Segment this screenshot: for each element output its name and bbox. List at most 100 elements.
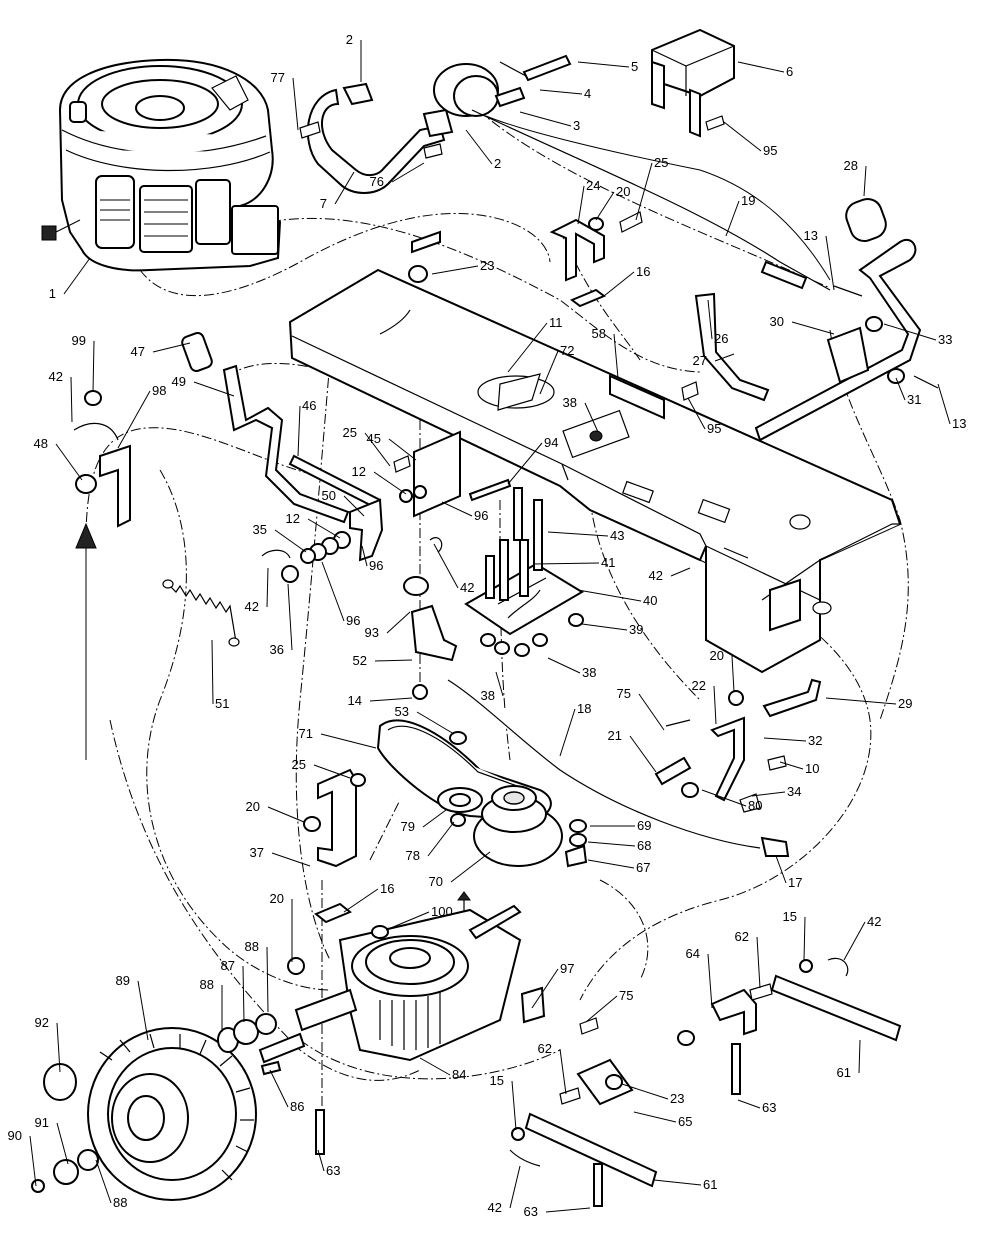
callout-38: 38: [563, 395, 599, 433]
leader-line: [369, 697, 413, 702]
callout-number: 70: [429, 874, 443, 889]
callout-number: 96: [346, 613, 360, 628]
callout-34: 34: [751, 784, 801, 799]
heat-shield: [651, 28, 735, 138]
callout-29: 29: [825, 696, 912, 711]
leader-line: [701, 789, 747, 807]
callout-38: 38: [547, 657, 596, 680]
callout-number: 32: [808, 733, 822, 748]
callout-number: 25: [343, 425, 357, 440]
callout-number: 76: [370, 174, 384, 189]
callout-77: 77: [271, 70, 299, 131]
callout-number: 25: [292, 757, 306, 772]
callout-96: 96: [361, 545, 383, 573]
callout-number: 12: [286, 511, 300, 526]
callout-20: 20: [595, 184, 630, 221]
callout-number: 94: [544, 435, 558, 450]
callout-3: 3: [519, 111, 580, 133]
callout-number: 20: [710, 648, 724, 663]
callout-number: 13: [804, 228, 818, 243]
leader-line: [547, 657, 581, 674]
leader-line: [416, 711, 455, 735]
leader-line: [269, 1069, 289, 1108]
callout-10: 10: [779, 761, 819, 776]
leader-line: [55, 443, 83, 481]
callout-37: 37: [250, 845, 311, 867]
callout-number: 20: [616, 184, 630, 199]
leader-line: [465, 129, 493, 165]
leader-line: [751, 791, 786, 797]
callout-46: 46: [297, 398, 316, 457]
callout-12: 12: [352, 464, 407, 495]
leader-line: [266, 567, 269, 608]
callout-number: 42: [460, 580, 474, 595]
callout-13: 13: [937, 383, 966, 431]
callout-15: 15: [783, 909, 806, 961]
callout-number: 38: [563, 395, 577, 410]
callout-number: 78: [406, 848, 420, 863]
callout-number: 17: [788, 875, 802, 890]
callout-number: 63: [524, 1204, 538, 1219]
callout-number: 75: [617, 686, 631, 701]
callout-90: 90: [8, 1128, 37, 1187]
callout-number: 48: [34, 436, 48, 451]
callout-42: 42: [433, 543, 474, 595]
callout-number: 75: [619, 988, 633, 1003]
callout-7: 7: [320, 171, 355, 211]
callout-number: 26: [714, 331, 728, 346]
leader-line: [585, 995, 618, 1023]
leader-line: [883, 323, 937, 341]
leader-line: [507, 322, 548, 373]
callout-69: 69: [590, 818, 651, 833]
callout-number: 63: [326, 1163, 340, 1178]
callout-16: 16: [603, 264, 650, 297]
callout-number: 95: [707, 421, 721, 436]
callout-number: 16: [380, 881, 394, 896]
callout-96: 96: [321, 561, 360, 628]
leader-line: [373, 471, 407, 495]
transaxle: [258, 891, 599, 1064]
leader-line: [763, 737, 807, 742]
callout-number: 13: [952, 416, 966, 431]
callout-number: 88: [200, 977, 214, 992]
callout-50: 50: [322, 488, 365, 517]
callout-number: 99: [72, 333, 86, 348]
callout-number: 40: [643, 593, 657, 608]
leader-line: [334, 171, 355, 205]
leader-line: [577, 61, 630, 68]
callout-number: 15: [490, 1073, 504, 1088]
callout-number: 18: [577, 701, 591, 716]
callout-75: 75: [617, 686, 665, 731]
callout-43: 43: [547, 528, 624, 543]
callout-27: 27: [693, 353, 735, 368]
callout-number: 61: [703, 1177, 717, 1192]
callout-2: 2: [346, 32, 362, 82]
leader-line: [95, 1159, 112, 1204]
callout-49: 49: [172, 374, 235, 397]
leader-line: [670, 567, 691, 577]
callout-52: 52: [353, 653, 413, 668]
engine: [41, 58, 282, 272]
callout-92: 92: [35, 1015, 61, 1073]
callout-13: 13: [804, 228, 835, 291]
callout-88: 88: [95, 1159, 127, 1210]
callout-24: 24: [577, 178, 600, 225]
callout-number: 97: [560, 961, 574, 976]
callout-number: 6: [786, 64, 793, 79]
leader-line: [386, 611, 411, 634]
callout-38: 38: [481, 671, 504, 703]
callout-41: 41: [533, 555, 615, 570]
callout-number: 92: [35, 1015, 49, 1030]
leader-line: [635, 162, 653, 221]
callout-number: 86: [290, 1099, 304, 1114]
leader-line: [533, 562, 600, 565]
callout-30: 30: [770, 314, 835, 335]
callout-number: 63: [762, 1100, 776, 1115]
callout-number: 30: [770, 314, 784, 329]
callout-18: 18: [559, 701, 591, 757]
callout-number: 33: [938, 332, 952, 347]
callout-number: 24: [586, 178, 600, 193]
callout-35: 35: [253, 522, 307, 553]
leader-line: [725, 200, 740, 237]
callout-20: 20: [710, 648, 735, 693]
